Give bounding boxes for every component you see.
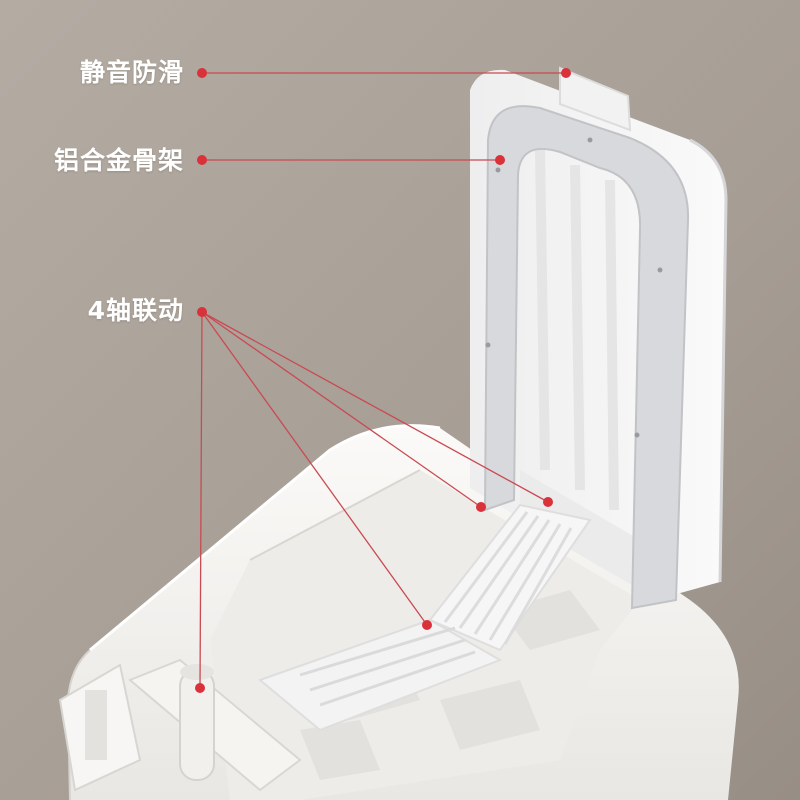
callout-silent-antislip: 静音防滑 <box>79 58 184 87</box>
marker-dot <box>561 68 571 78</box>
marker-dot <box>197 307 207 317</box>
callout-markers <box>195 68 571 693</box>
marker-dot <box>197 155 207 165</box>
marker-dot <box>476 502 486 512</box>
linkage-arms <box>258 503 592 732</box>
marker-dot <box>195 683 205 693</box>
marker-dot <box>197 68 207 78</box>
leader-lines <box>199 72 566 689</box>
callout-four-axis-linkage: 4轴联动 <box>87 296 184 325</box>
callout-alloy-frame: 铝合金骨架 <box>53 146 184 175</box>
marker-dot <box>543 497 553 507</box>
marker-dot <box>422 620 432 630</box>
marker-dot <box>495 155 505 165</box>
alloy-frame <box>483 105 690 610</box>
front-hinge <box>58 658 302 792</box>
